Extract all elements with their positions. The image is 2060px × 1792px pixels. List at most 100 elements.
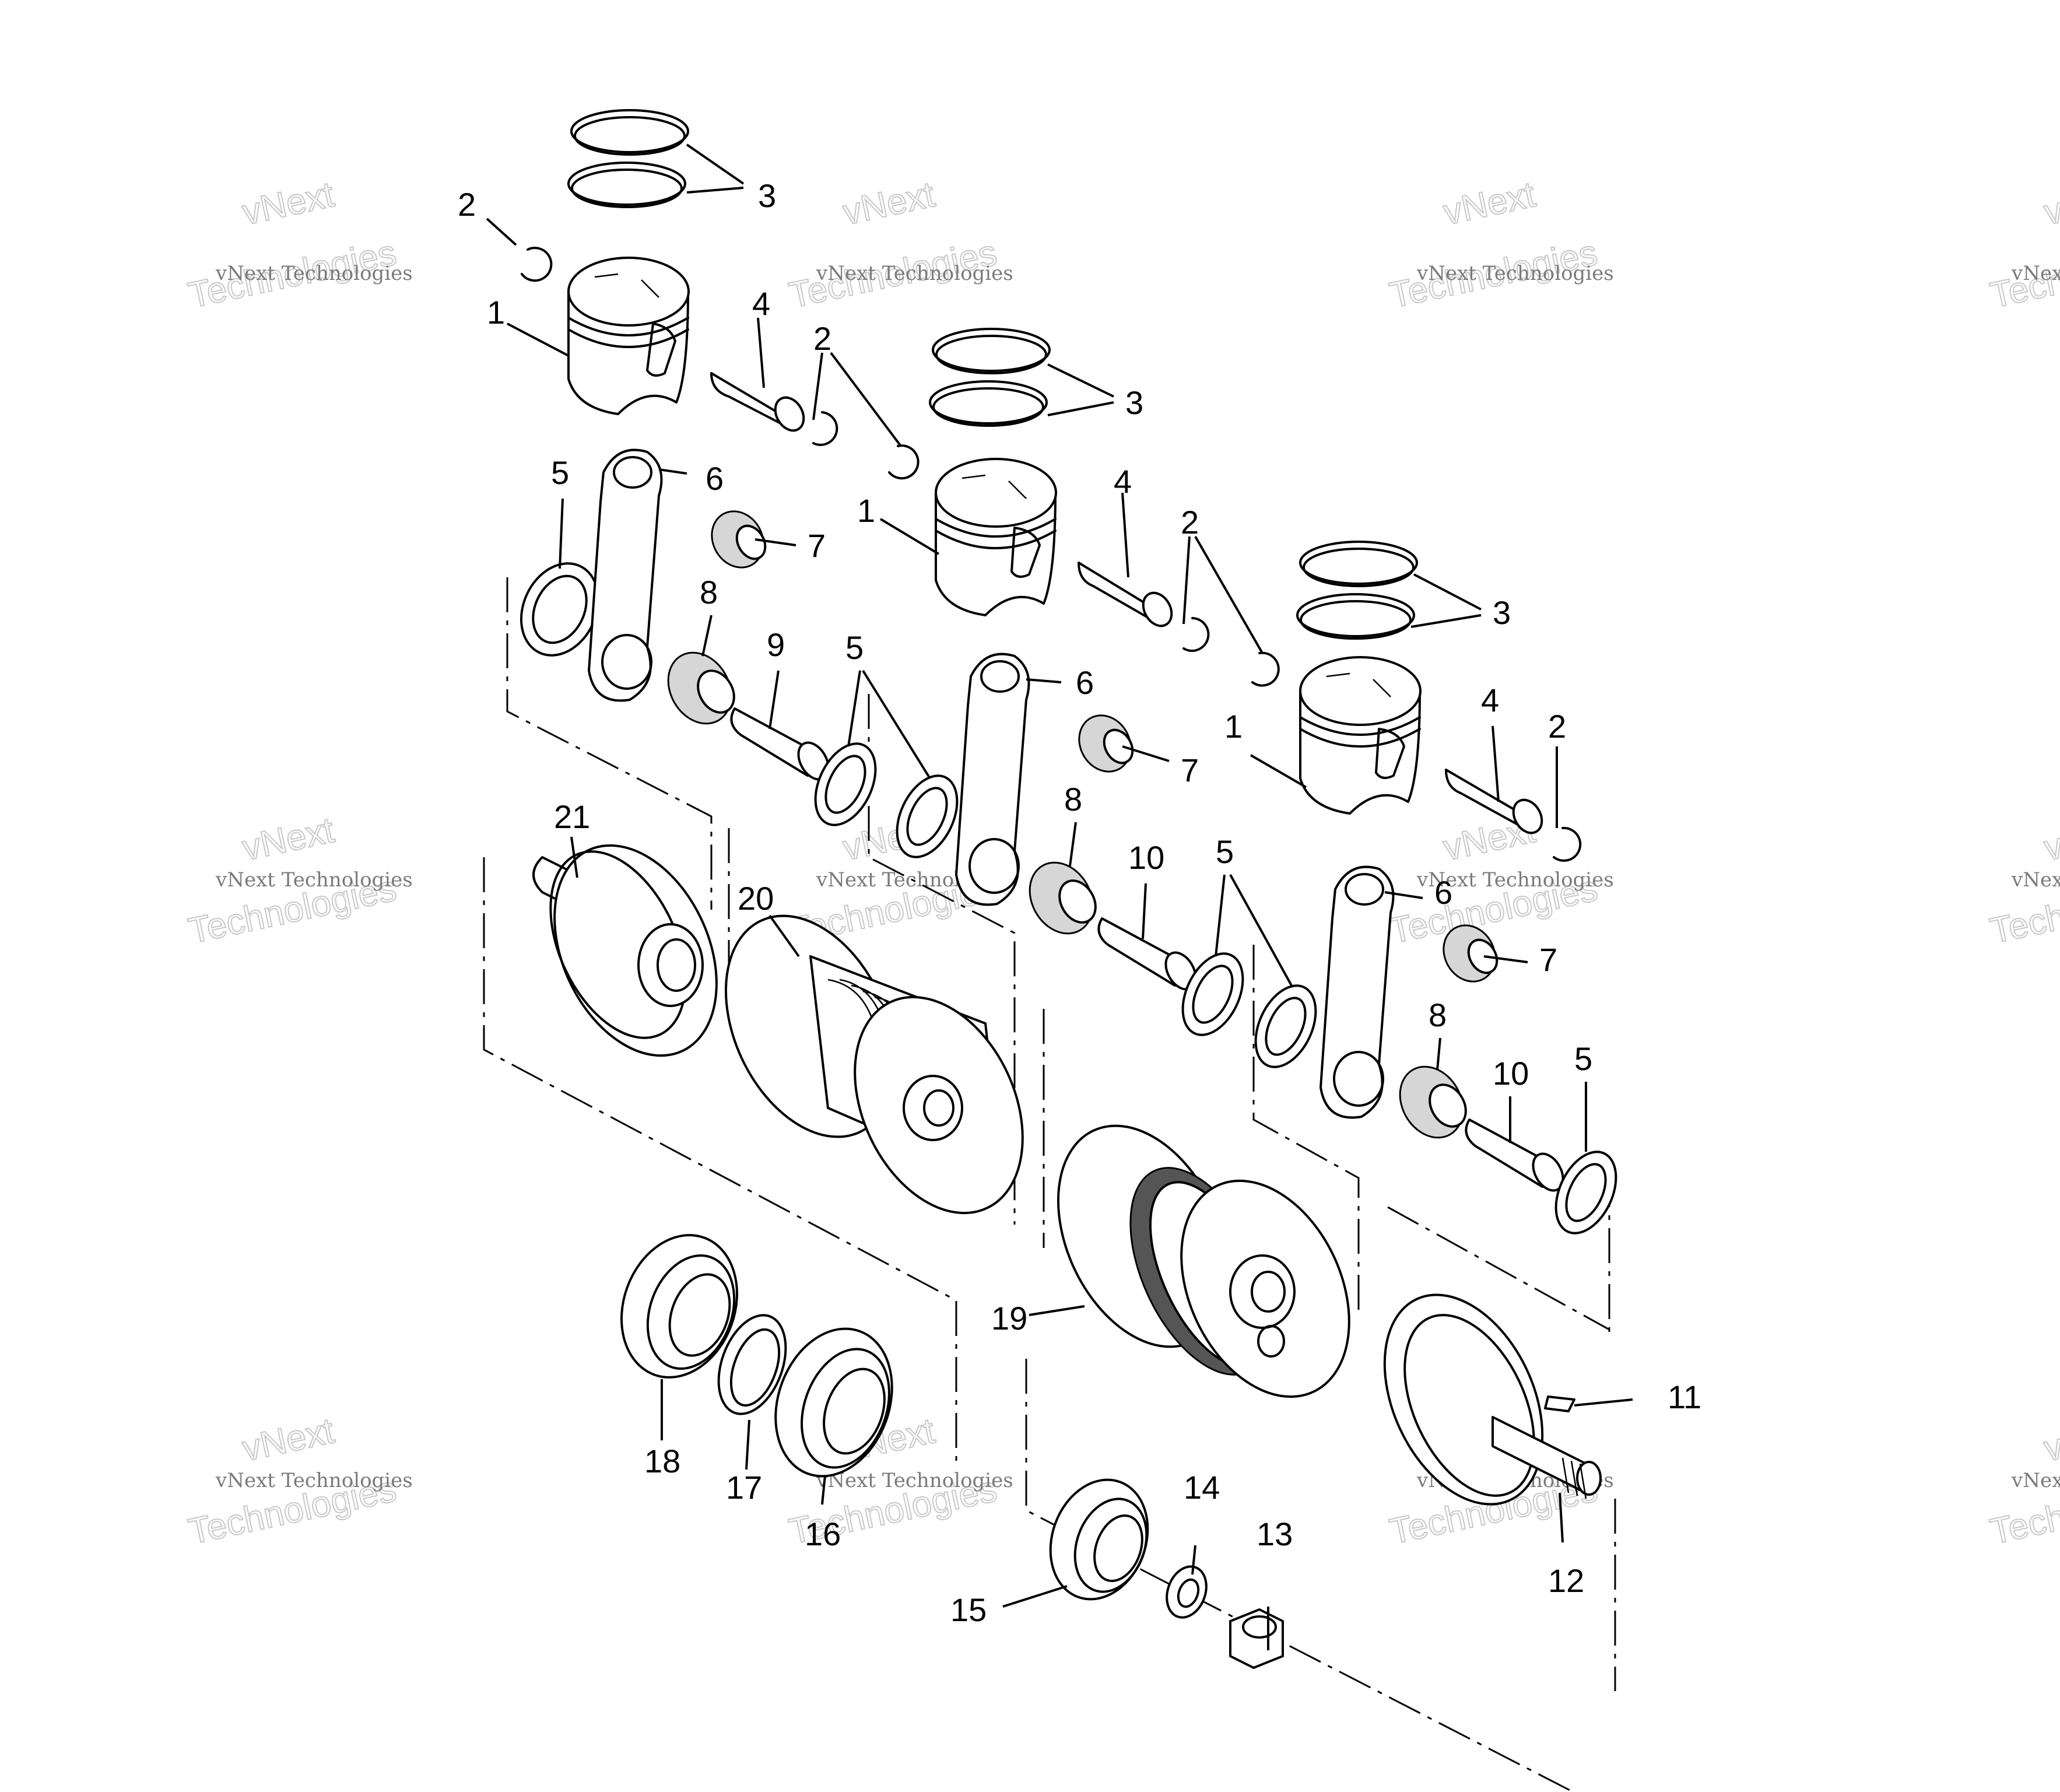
thrust-washer [1554, 1151, 1617, 1235]
callout-3: 3 [1125, 384, 1143, 421]
watermark: vNext Technologies [184, 174, 400, 317]
thrust-washer [1254, 984, 1317, 1068]
dash-line [483, 857, 957, 1464]
thrust-washer [896, 774, 959, 858]
dash-line [1387, 1206, 1610, 1331]
watermark: vNext Technologies [785, 174, 1001, 317]
circlip [1553, 826, 1582, 862]
watermark-text-b: vNext [239, 810, 338, 868]
callout-3: 3 [1493, 594, 1511, 631]
callout-6: 6 [706, 460, 724, 497]
watermark-text-b: vNext [2041, 810, 2060, 868]
main-bearing-18 [620, 1234, 738, 1379]
piston-pin [1078, 562, 1173, 627]
piston-assembly-2 [888, 328, 1210, 652]
conrod-group-1 [520, 448, 877, 826]
watermark-group: vNext Technologies vNext Technologies vN… [184, 174, 2060, 1553]
callout-3: 3 [758, 177, 776, 214]
big-end-bearing [667, 651, 735, 725]
small-end-bearing [711, 510, 767, 569]
callout-1: 1 [487, 294, 505, 331]
crank-pin [1465, 1118, 1564, 1192]
circlip [521, 247, 553, 282]
crankshaft-end-right [1383, 1293, 1602, 1506]
watermark-text-a: vNext Technologies [2011, 1469, 2060, 1492]
assembly-dash-lines [483, 577, 1616, 1792]
woodruff-key [1544, 1395, 1575, 1412]
watermark-text-a: vNext Technologies [215, 262, 413, 285]
callout-8: 8 [1064, 781, 1082, 818]
watermark-text-b: vNext [2041, 174, 2060, 233]
watermark-text-b: vNext [1440, 174, 1539, 233]
callout-16: 16 [805, 1516, 841, 1552]
watermark-text-a: vNext Technologies [816, 1469, 1013, 1492]
circlip [1182, 617, 1210, 652]
circlip [888, 444, 920, 480]
callout-7: 7 [1539, 941, 1557, 978]
piston-pin [710, 372, 805, 432]
callout-5: 5 [551, 454, 569, 491]
callout-19: 19 [991, 1300, 1027, 1337]
callout-2: 2 [458, 186, 476, 223]
watermark-text-a: vNext Technologies [2011, 868, 2060, 892]
callout-7: 7 [1181, 752, 1199, 788]
callout-12: 12 [1548, 1562, 1584, 1599]
piston-rings [1296, 541, 1418, 640]
piston-assembly-3 [1251, 541, 1582, 862]
callout-2: 2 [1548, 708, 1566, 745]
small-end-bearing [1078, 714, 1134, 773]
piston-rings [929, 328, 1051, 427]
nut-13 [1229, 1608, 1284, 1669]
piston-rings [567, 109, 689, 208]
callout-7: 7 [808, 527, 826, 564]
thrust-washer [1181, 952, 1244, 1036]
watermark-text-a: vNext Technologies [1416, 262, 1614, 285]
leader-lines [486, 143, 1633, 1650]
callout-4: 4 [1114, 463, 1132, 500]
callout-21: 21 [554, 798, 590, 835]
callout-14: 14 [1184, 1469, 1220, 1506]
callout-18: 18 [644, 1443, 680, 1479]
dash-line [1252, 945, 1360, 1312]
callout-10: 10 [1493, 1055, 1529, 1092]
callout-5: 5 [845, 629, 864, 666]
crankshaft-center-2 [1057, 1124, 1350, 1398]
callout-2: 2 [813, 320, 831, 357]
conrod-group-3 [1254, 865, 1617, 1235]
oil-seal-17 [717, 1314, 787, 1415]
callout-labels: 2 1 3 4 2 3 1 4 2 3 1 4 2 5 6 7 8 9 5 6 … [458, 177, 1701, 1628]
watermark: vNext Technologies [1986, 174, 2060, 317]
thrust-washer [814, 742, 877, 826]
callout-10: 10 [1128, 839, 1164, 876]
watermark-text-a: vNext Technologies [816, 262, 1013, 285]
callout-5: 5 [1216, 833, 1234, 870]
main-bearing-16 [774, 1327, 893, 1478]
piston-pin [1445, 769, 1543, 834]
big-end-bearing [1399, 1065, 1467, 1139]
big-end-bearing [1029, 861, 1097, 935]
piston [935, 458, 1057, 616]
connecting-rod [1319, 865, 1395, 1119]
callout-4: 4 [1481, 682, 1499, 718]
callout-8: 8 [700, 574, 718, 611]
callout-13: 13 [1257, 1516, 1293, 1552]
watermark-text-b: vNext [2041, 1411, 2060, 1469]
watermark-text-b: vNext [840, 174, 938, 233]
watermark-text-a: vNext Technologies [1416, 868, 1614, 892]
dash-line [506, 577, 713, 910]
small-end-bearing [1443, 924, 1498, 983]
callout-17: 17 [726, 1469, 762, 1506]
callout-6: 6 [1076, 664, 1094, 701]
callout-1: 1 [1224, 708, 1243, 745]
piston [1299, 656, 1422, 815]
conrod-group-2 [896, 653, 1244, 1036]
callout-5: 5 [1574, 1040, 1592, 1077]
watermark-text-a: vNext Technologies [2011, 262, 2060, 285]
circlip [1251, 651, 1280, 687]
watermark-text-b: vNext [239, 174, 338, 233]
washer-14 [1166, 1565, 1208, 1619]
crank-pin [1097, 917, 1197, 991]
callout-20: 20 [738, 880, 774, 917]
callout-1: 1 [857, 492, 875, 529]
